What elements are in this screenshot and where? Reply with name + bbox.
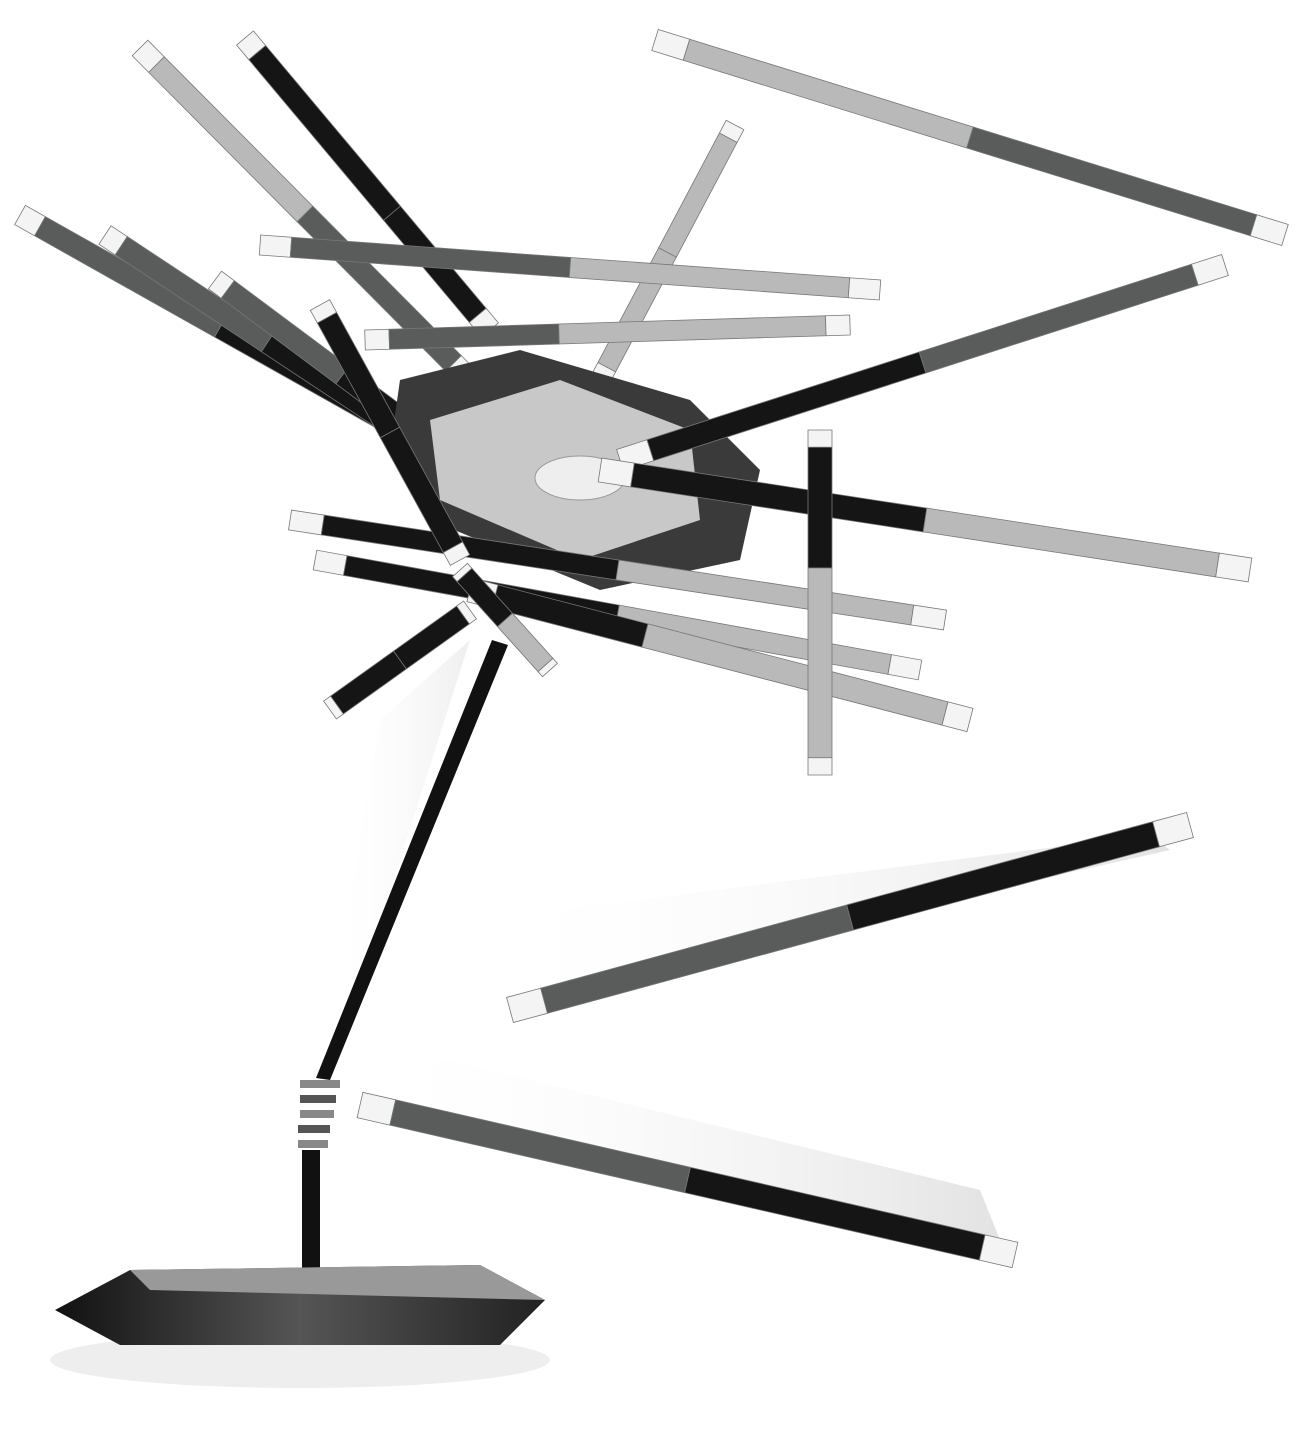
stick-segment xyxy=(807,567,833,759)
stick xyxy=(452,562,558,678)
spring-coil xyxy=(298,1080,340,1148)
stick-segment xyxy=(456,600,477,625)
stick-segment xyxy=(658,132,738,258)
stick-segment xyxy=(312,549,348,576)
lamp-stem xyxy=(298,640,508,1280)
stick-group xyxy=(14,28,1289,480)
stick-segment xyxy=(807,429,833,448)
stick-segment xyxy=(922,507,1220,578)
stick xyxy=(258,234,882,301)
stick xyxy=(323,600,477,720)
stick-segment xyxy=(1215,552,1253,583)
stick xyxy=(288,509,947,631)
stick xyxy=(356,1091,1019,1269)
stick xyxy=(597,457,1253,583)
stick-segment xyxy=(1152,811,1194,848)
stick xyxy=(651,28,1289,247)
stick-segment xyxy=(825,314,851,337)
stick xyxy=(506,811,1194,1024)
stick-segment xyxy=(364,328,390,351)
lamp-head-hub xyxy=(390,350,760,590)
stick-segment xyxy=(537,657,558,678)
stick-segment xyxy=(1249,214,1289,247)
lamp-base xyxy=(50,1265,550,1388)
stick xyxy=(590,119,745,386)
stick-group-front xyxy=(288,254,1253,1269)
stick-segment xyxy=(910,604,947,631)
stick-segment xyxy=(330,650,407,715)
stick-segment xyxy=(807,757,833,776)
stick-segment xyxy=(978,1234,1019,1269)
stick xyxy=(616,254,1229,471)
stick-segment xyxy=(288,509,325,536)
stick-segment xyxy=(506,987,548,1024)
stick-segment xyxy=(807,446,833,569)
stick xyxy=(364,314,851,351)
stick-segment xyxy=(558,315,827,345)
stick-segment xyxy=(651,28,691,61)
stick-segment xyxy=(258,234,293,258)
stick xyxy=(807,429,833,776)
stick-segment xyxy=(887,654,923,681)
stick-segment xyxy=(34,216,226,338)
stick-segment xyxy=(847,277,882,301)
stick-segment xyxy=(966,126,1258,237)
stick-segment xyxy=(941,701,974,733)
stick-segment xyxy=(442,541,471,566)
stick-segment xyxy=(568,257,851,299)
stick-segment xyxy=(918,263,1199,374)
stick-segment xyxy=(597,457,635,488)
stick xyxy=(309,299,471,566)
